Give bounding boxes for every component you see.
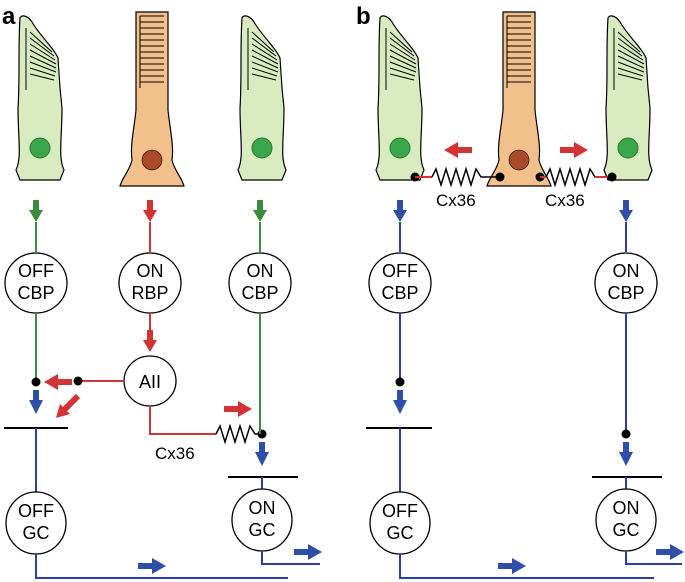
arrow-aii-to-off-cbp [44, 374, 72, 390]
arrow-on-cbp-to-on-gc-b [619, 442, 633, 466]
arrow-off-cbp-to-off-gc [29, 390, 43, 414]
svg-text:CBP: CBP [607, 283, 644, 303]
off-cbp-node: OFF CBP [4, 252, 68, 314]
svg-text:OFF: OFF [18, 261, 54, 281]
cone-photoreceptor-icon [603, 15, 653, 181]
off-gc-node-b: OFF GC [369, 491, 431, 555]
gap-junction-resistor-icon [215, 423, 262, 445]
svg-text:OFF: OFF [18, 501, 54, 521]
arrow-on-cbp-to-on-gc [255, 442, 269, 466]
svg-text:GC: GC [613, 520, 640, 540]
svg-text:RBP: RBP [131, 283, 168, 303]
svg-text:GC: GC [249, 520, 276, 540]
svg-text:ON: ON [613, 261, 640, 281]
svg-text:GC: GC [23, 523, 50, 543]
svg-text:ON: ON [613, 498, 640, 518]
arrow-aii-to-off-gc-diagonal [56, 393, 81, 418]
cx36-label: Cx36 [155, 444, 195, 463]
on-cbp-node: ON CBP [228, 252, 292, 314]
svg-text:ON: ON [137, 261, 164, 281]
arrow-aii-to-on-cbp [224, 401, 252, 417]
arrow-rod-to-rbp [143, 200, 157, 222]
svg-text:AII: AII [139, 372, 161, 392]
arrow-rbp-to-aii [143, 330, 157, 352]
svg-text:ON: ON [247, 261, 274, 281]
svg-text:CBP: CBP [241, 283, 278, 303]
gap-junction-resistor-icon [431, 166, 500, 188]
on-gc-node-b: ON GC [595, 488, 657, 552]
off-gc-output-arrow-b [498, 558, 526, 574]
arrow-cone-to-on-cbp-b [619, 200, 633, 222]
on-gc-output-arrow-b [656, 544, 684, 560]
on-cbp-node-b: ON CBP [594, 252, 658, 314]
svg-text:OFF: OFF [382, 501, 418, 521]
cx36-label-right: Cx36 [545, 191, 585, 210]
rod-photoreceptor-icon [119, 11, 185, 187]
arrow-cone-to-off-cbp [29, 200, 43, 222]
off-gc-node: OFF GC [5, 491, 67, 555]
cone-photoreceptor-icon [15, 15, 65, 181]
off-cbp-node-b: OFF CBP [368, 252, 432, 314]
svg-text:ON: ON [249, 498, 276, 518]
cone-photoreceptor-icon [375, 15, 425, 181]
off-gc-output-arrow [138, 558, 166, 574]
arrow-rod-to-on-cone [560, 142, 588, 158]
svg-text:CBP: CBP [381, 283, 418, 303]
cx36-label-left: Cx36 [436, 191, 476, 210]
arrow-cone-to-off-cbp-b [393, 200, 407, 222]
arrow-cone-to-on-cbp [253, 200, 267, 222]
arrow-rod-to-off-cone [444, 142, 472, 158]
panel-b-letter: b [356, 3, 371, 30]
rod-photoreceptor-icon [486, 11, 552, 187]
arrow-off-cbp-to-off-gc-b [393, 390, 407, 414]
svg-text:GC: GC [387, 523, 414, 543]
panel-a-letter: a [2, 3, 16, 30]
svg-text:CBP: CBP [17, 283, 54, 303]
cone-photoreceptor-icon [237, 15, 287, 181]
on-gc-node: ON GC [231, 488, 293, 552]
gap-junction-resistor-icon [545, 166, 606, 188]
on-gc-output-arrow [294, 544, 322, 560]
svg-text:OFF: OFF [382, 261, 418, 281]
aii-node: AII [123, 355, 177, 407]
on-rbp-node: ON RBP [118, 252, 182, 314]
